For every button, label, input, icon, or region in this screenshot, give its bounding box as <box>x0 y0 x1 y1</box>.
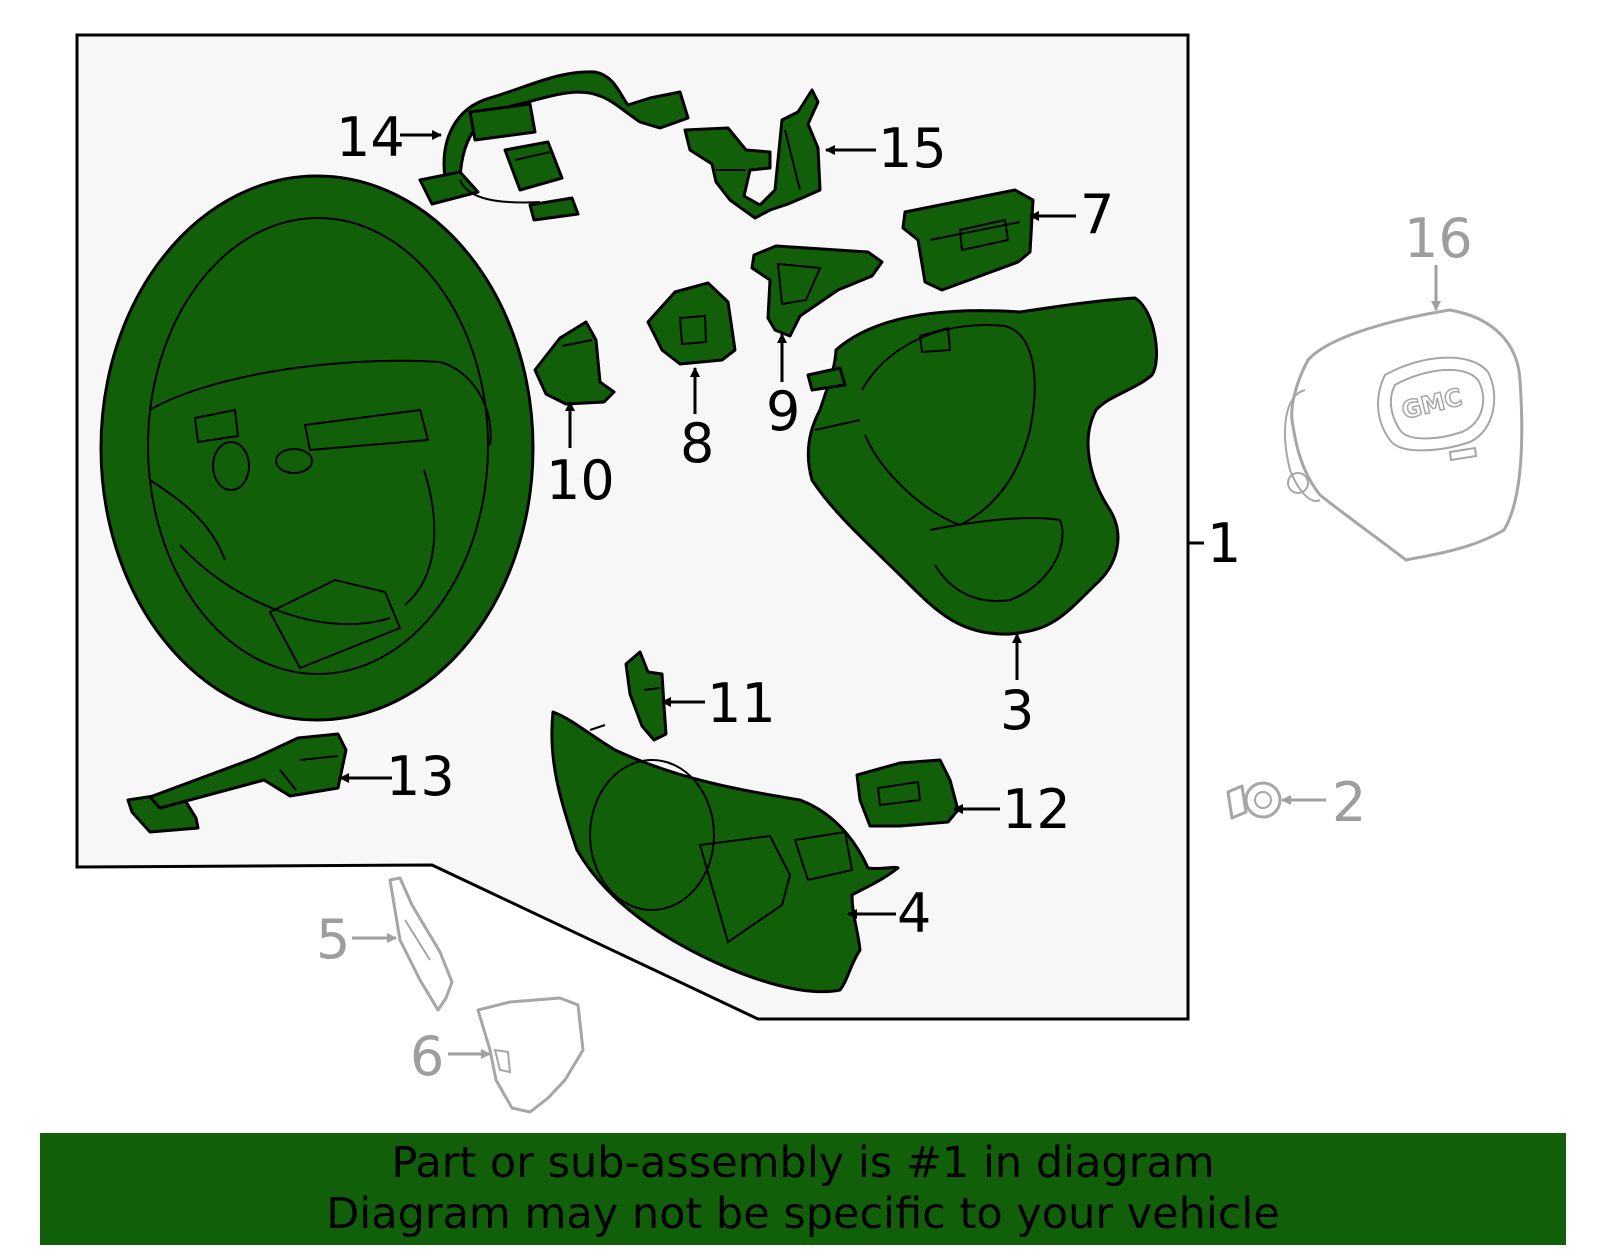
part-15-bracket[interactable] <box>683 88 822 220</box>
callout-4: 4 <box>897 882 931 945</box>
part-9-bracket[interactable] <box>750 244 884 338</box>
callout-16: 16 <box>1404 207 1473 270</box>
callout-2: 2 <box>1332 771 1366 834</box>
callout-9: 9 <box>766 380 800 443</box>
callout-13: 13 <box>386 745 455 808</box>
part-3-center-cover[interactable] <box>806 296 1159 636</box>
callout-10: 10 <box>546 449 615 512</box>
callout-12: 12 <box>1002 778 1071 841</box>
steering-wheel[interactable] <box>99 174 535 722</box>
callout-8: 8 <box>680 412 714 475</box>
callout-15: 15 <box>878 117 947 180</box>
banner-line-1: Part or sub-assembly is #1 in diagram <box>391 1138 1215 1188</box>
part-7-switch[interactable] <box>901 188 1035 292</box>
part-11-switch[interactable] <box>624 650 668 742</box>
callout-11: 11 <box>707 672 776 735</box>
part-6-cover[interactable] <box>476 996 585 1114</box>
callout-7: 7 <box>1080 183 1114 246</box>
part-13-connector[interactable] <box>126 732 348 834</box>
callout-3: 3 <box>1000 679 1034 742</box>
info-banner: Part or sub-assembly is #1 in diagram Di… <box>40 1133 1566 1245</box>
callout-6: 6 <box>410 1025 444 1088</box>
callout-5: 5 <box>316 908 350 971</box>
banner-line-2: Diagram may not be specific to your vehi… <box>326 1189 1280 1239</box>
part-12-switch[interactable] <box>855 758 960 828</box>
callout-1: 1 <box>1207 512 1241 575</box>
part-16-airbag-module[interactable]: GMC <box>1284 308 1524 562</box>
part-4-lower-bezel[interactable] <box>550 710 900 994</box>
part-10-switch[interactable] <box>533 320 616 406</box>
part-8-switch[interactable] <box>646 281 737 366</box>
part-2-bolt[interactable] <box>1226 781 1282 820</box>
part-5-trim-piece[interactable] <box>388 876 454 1012</box>
part-14-wiring-harness[interactable] <box>418 70 690 222</box>
callout-14: 14 <box>336 106 405 169</box>
